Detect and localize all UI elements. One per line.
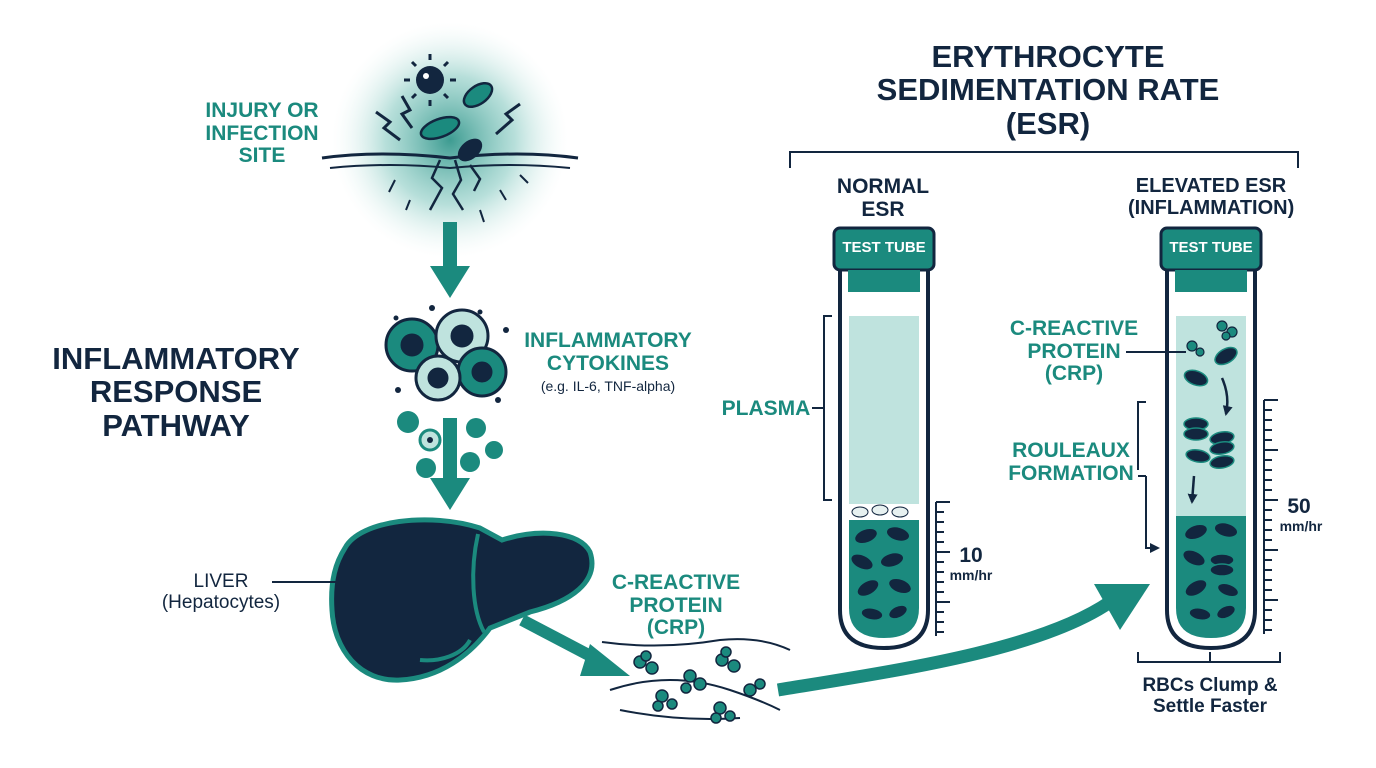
pathogen-icon bbox=[404, 54, 494, 162]
liver-to-crp-arrow bbox=[519, 614, 630, 676]
cytokines-examples: (e.g. IL-6, TNF-alpha) bbox=[540, 378, 676, 394]
crp-to-tube-arrow bbox=[776, 584, 1150, 697]
normal-test-tube bbox=[832, 226, 936, 651]
injury-site-label: INJURY OR INFECTION SITE bbox=[205, 99, 319, 168]
normal-rate-unit: mm/hr bbox=[949, 567, 993, 583]
footer-bracket bbox=[1137, 652, 1281, 663]
elevated-esr-heading: ELEVATED ESR (INFLAMMATION) bbox=[1128, 175, 1295, 219]
plasma-label: PLASMA bbox=[721, 397, 811, 420]
normal-scale bbox=[935, 501, 950, 636]
pathway-arrow-2 bbox=[430, 418, 470, 510]
tube-crp-molecules bbox=[1186, 320, 1238, 357]
rouleaux-label: ROULEAUX FORMATION bbox=[1008, 439, 1134, 485]
elevated-scale bbox=[1263, 399, 1278, 634]
elevated-footer: RBCs Clump & Settle Faster bbox=[1142, 675, 1278, 717]
crp-label: C-REACTIVE PROTEIN (CRP) bbox=[611, 571, 741, 640]
pathway-arrow-1 bbox=[430, 222, 470, 298]
normal-tube-label: TEST TUBE bbox=[842, 239, 926, 256]
plasma-bracket bbox=[812, 315, 832, 501]
cytokines-label: INFLAMMATORY CYTOKINES bbox=[524, 329, 692, 375]
liver-label: LIVER (Hepatocytes) bbox=[161, 571, 281, 613]
elevated-rate-value: 50 bbox=[1287, 495, 1311, 518]
injury-site bbox=[321, 22, 579, 258]
elevated-rate-unit: mm/hr bbox=[1279, 518, 1323, 534]
liver-icon bbox=[272, 517, 595, 683]
lightning-icon bbox=[375, 95, 521, 142]
settling-arrows bbox=[1187, 377, 1233, 504]
elevated-crp-label: C-REACTIVE PROTEIN (CRP) bbox=[1009, 317, 1139, 386]
pathway-title: INFLAMMATORY RESPONSE PATHWAY bbox=[52, 341, 300, 443]
esr-bracket bbox=[789, 151, 1299, 168]
elevated-tube-label: TEST TUBE bbox=[1169, 239, 1253, 256]
rouleaux-bracket bbox=[1137, 401, 1160, 553]
rouleaux-cells bbox=[1181, 346, 1240, 621]
crp-molecule-icon bbox=[601, 638, 791, 724]
normal-rate-value: 10 bbox=[959, 544, 983, 567]
esr-title: ERYTHROCYTE SEDIMENTATION RATE (ESR) bbox=[876, 39, 1220, 141]
red-blood-cell-icon bbox=[849, 525, 913, 621]
cytokine-particles bbox=[393, 305, 509, 478]
normal-esr-heading: NORMAL ESR bbox=[836, 175, 930, 221]
cytokine-cell-icon bbox=[384, 308, 508, 402]
